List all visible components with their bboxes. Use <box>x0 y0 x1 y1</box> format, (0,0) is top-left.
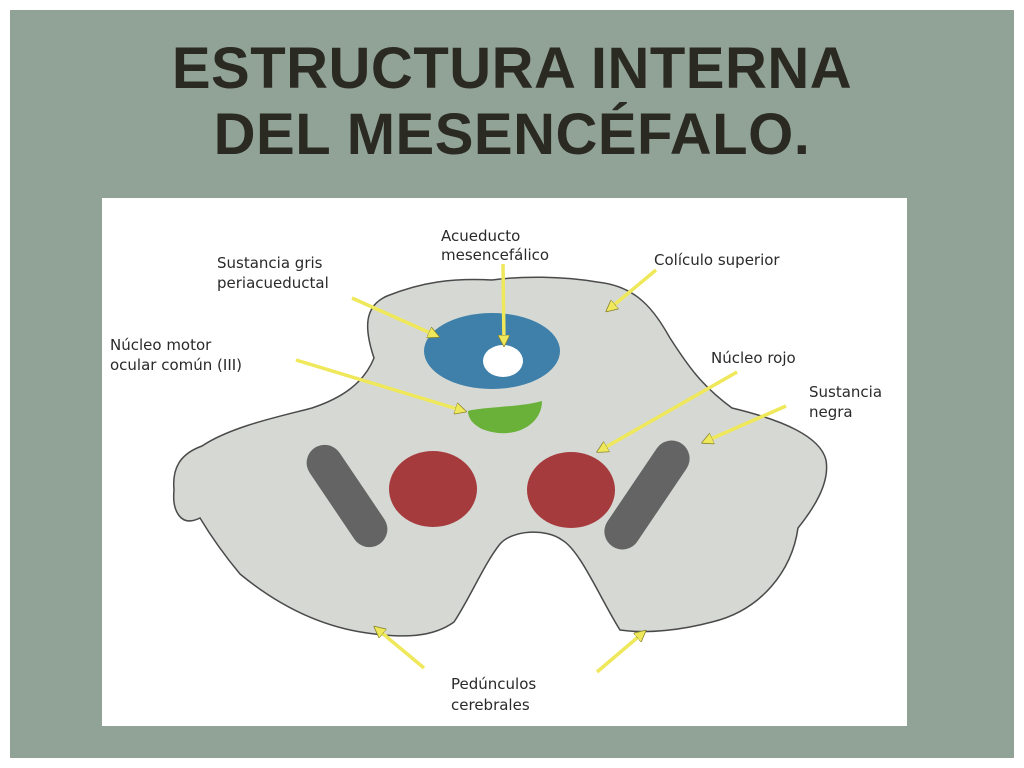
midbrain-diagram: Acueducto mesencefálico Sustancia gris p… <box>102 198 907 726</box>
oculomotor-nucleus <box>468 401 542 434</box>
slide: ESTRUCTURA INTERNA DEL MESENCÉFALO. <box>10 10 1014 758</box>
label-pedunculos-line2: cerebrales <box>451 696 530 714</box>
label-nucleo-motor: Núcleo motor <box>110 336 212 354</box>
label-sustancia-gris: Sustancia gris <box>217 254 323 272</box>
red-nucleus-left <box>389 451 477 527</box>
diagram-svg: Acueducto mesencefálico Sustancia gris p… <box>110 227 882 714</box>
arrow-pedunculo-der <box>595 632 644 674</box>
label-sustancia-negra: Sustancia <box>809 383 882 401</box>
slide-title: ESTRUCTURA INTERNA DEL MESENCÉFALO. <box>10 36 1014 168</box>
label-acueducto-line2: mesencefálico <box>441 246 549 264</box>
label-sustancia-gris-line2: periacueductal <box>217 274 329 292</box>
arrow-nucleo-rojo <box>599 370 738 451</box>
label-nucleo-rojo: Núcleo rojo <box>711 349 796 367</box>
arrow-acueducto <box>503 263 504 344</box>
title-line-2: DEL MESENCÉFALO. <box>213 102 811 167</box>
arrow-pedunculo-izq <box>376 628 426 670</box>
substantia-nigra-left <box>306 444 388 548</box>
title-line-1: ESTRUCTURA INTERNA <box>171 36 853 101</box>
label-sustancia-negra-line2: negra <box>809 403 853 421</box>
cerebral-aqueduct <box>483 345 523 377</box>
label-coliculo-superior: Colículo superior <box>654 251 780 269</box>
red-nucleus-right <box>527 452 615 528</box>
arrow-sustancia-gris <box>351 296 437 336</box>
label-pedunculos: Pedúnculos <box>451 675 536 693</box>
arrow-coliculo <box>608 268 658 310</box>
arrow-sustancia-negra <box>704 404 787 442</box>
label-acueducto: Acueducto <box>441 227 520 245</box>
midbrain-section <box>172 276 828 637</box>
arrow-nucleo-motor <box>295 358 464 411</box>
substantia-nigra-right <box>604 440 690 550</box>
label-nucleo-motor-line2: ocular común (III) <box>110 356 242 374</box>
